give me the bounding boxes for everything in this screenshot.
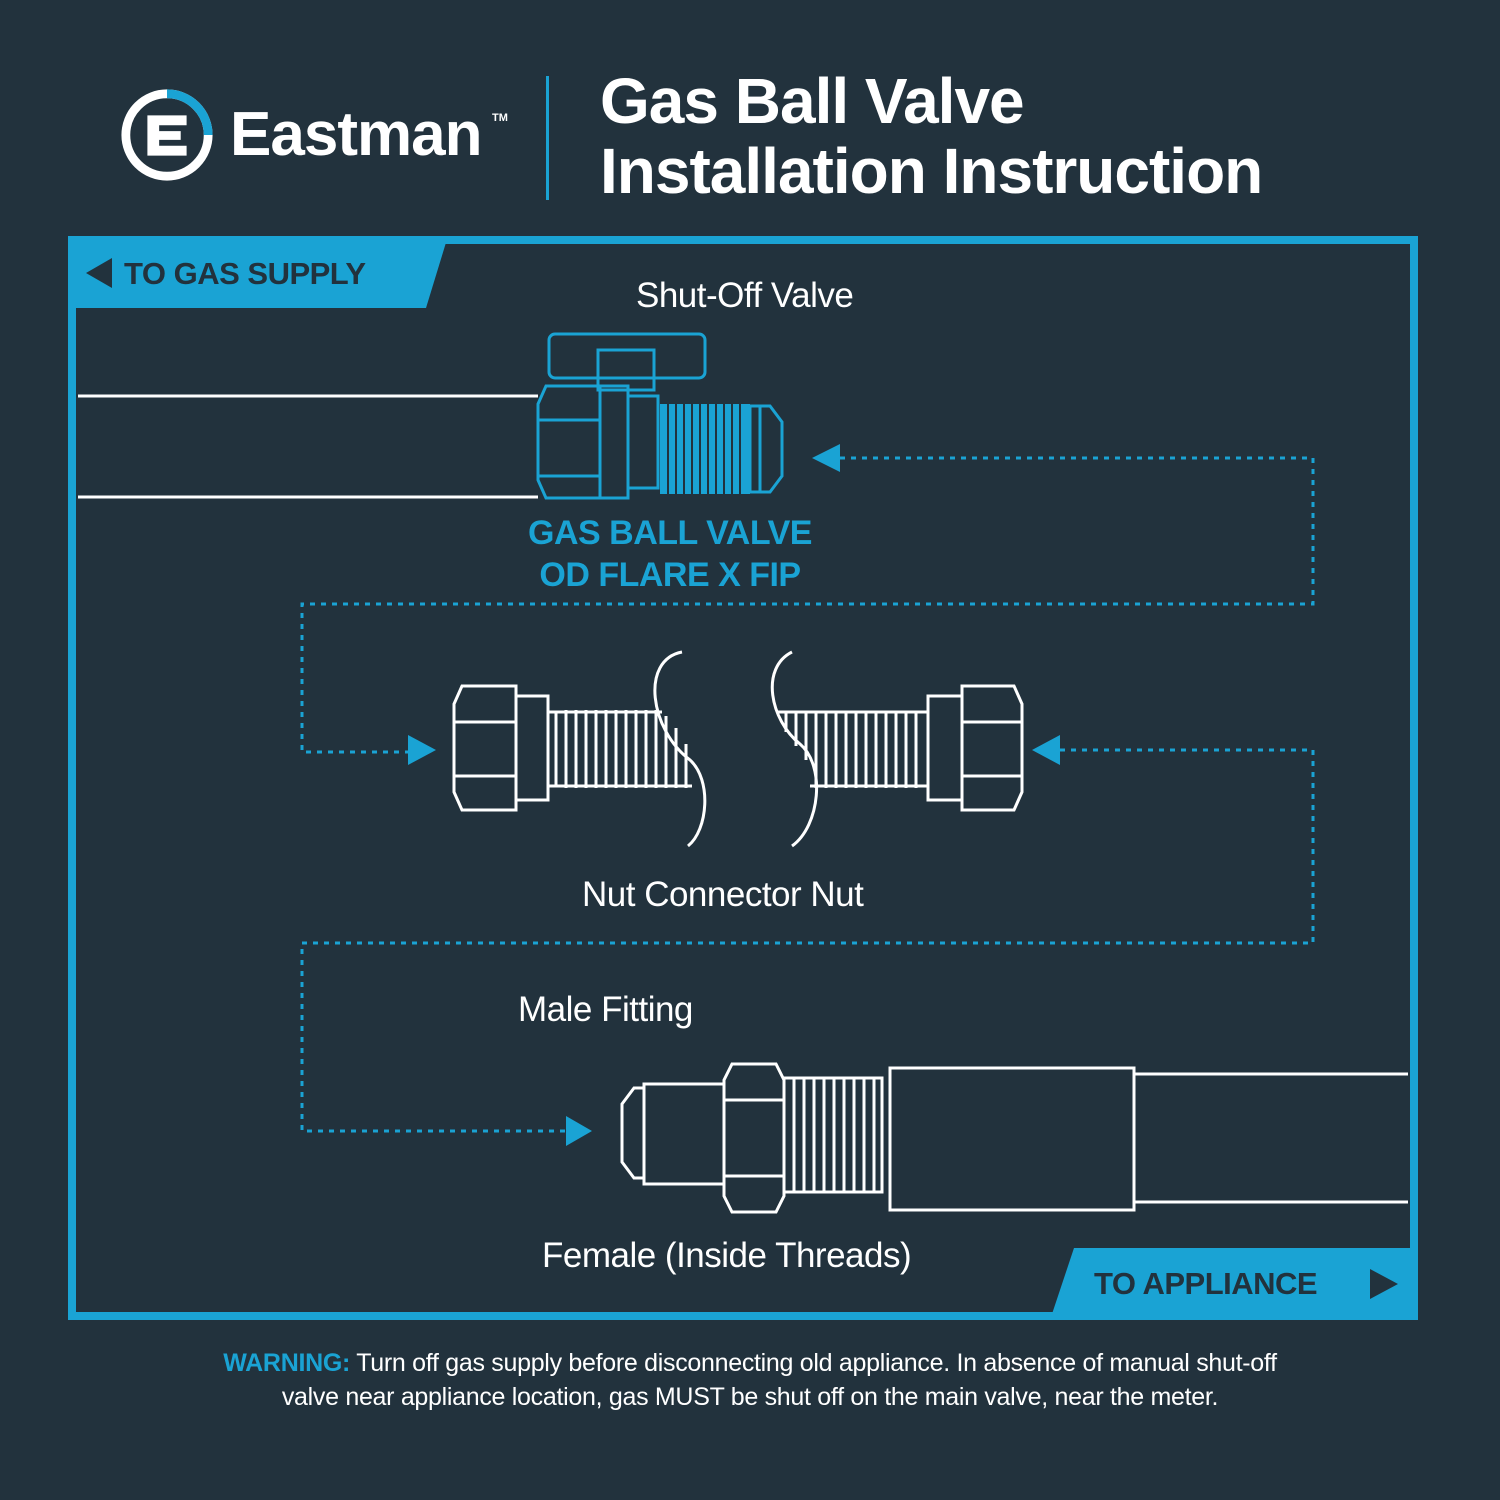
female-label: Female (Inside Threads) <box>542 1236 912 1275</box>
supply-pipe <box>78 394 538 499</box>
shutoff-valve-label: Shut-Off Valve <box>636 276 854 315</box>
warning-label: WARNING: <box>223 1349 351 1377</box>
gas-ball-valve-icon <box>536 332 784 500</box>
right-hose-icon <box>770 650 928 848</box>
arrow-to-valve-icon <box>812 444 840 472</box>
left-hose-icon <box>548 650 707 848</box>
flow-line-2 <box>300 748 1315 1133</box>
arrow-to-male-fitting-icon <box>566 1116 592 1146</box>
gas-ball-valve-line-1: GAS BALL VALVE <box>528 514 812 552</box>
appliance-tab <box>1050 1248 1418 1320</box>
left-arrow-icon <box>86 258 112 288</box>
page-title: Gas Ball Valve Installation Instruction <box>600 66 1460 206</box>
warning-text-1: Turn off gas supply before disconnecting… <box>356 1349 1277 1377</box>
male-fitting-icon <box>620 1062 884 1214</box>
nut-connector-nut-label: Nut Connector Nut <box>582 875 864 914</box>
left-nut-icon <box>452 684 550 812</box>
arrow-to-right-nut-icon <box>1032 735 1060 765</box>
gas-ball-valve-line-2: OD FLARE X FIP <box>539 556 801 594</box>
diagram-frame <box>68 236 1418 1320</box>
arrow-to-left-nut-icon <box>408 735 436 765</box>
header-divider <box>546 76 549 200</box>
to-appliance-label: TO APPLIANCE <box>1094 1266 1318 1301</box>
trademark: TM <box>492 112 508 124</box>
warning-line-1: WARNING: Turn off gas supply before disc… <box>100 1346 1400 1380</box>
title-line-2: Installation Instruction <box>600 135 1263 207</box>
gas-ball-valve-label: GAS BALL VALVE OD FLARE X FIP <box>490 512 850 596</box>
appliance-pipe <box>888 1066 1408 1212</box>
right-nut-icon <box>926 684 1024 812</box>
flow-line-1 <box>300 456 1315 754</box>
title-line-1: Gas Ball Valve <box>600 65 1025 137</box>
to-gas-supply-label: TO GAS SUPPLY <box>124 256 366 291</box>
warning-note: WARNING: Turn off gas supply before disc… <box>100 1346 1400 1414</box>
gas-supply-tab <box>68 236 448 308</box>
header: Eastman TM Gas Ball Valve Installation I… <box>0 0 1500 230</box>
right-arrow-icon <box>1370 1269 1398 1299</box>
eastman-logo-icon <box>121 89 213 181</box>
male-fitting-label: Male Fitting <box>518 990 693 1029</box>
brand-name: Eastman <box>230 100 482 169</box>
warning-text-2: valve near appliance location, gas MUST … <box>281 1383 1219 1411</box>
